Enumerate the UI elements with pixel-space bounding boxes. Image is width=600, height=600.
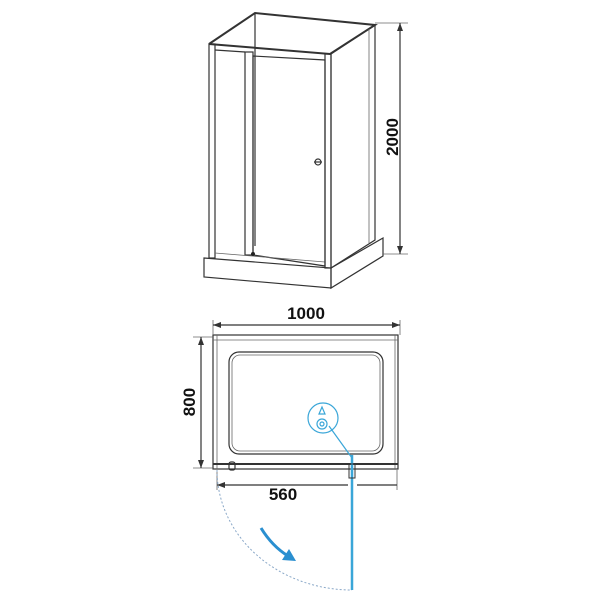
door-offset-dimension: 560 [216, 470, 398, 504]
right-post [324, 53, 332, 269]
top-frame [208, 11, 378, 56]
side-panel [330, 23, 376, 270]
depth-label: 800 [180, 388, 199, 416]
door-swing [216, 455, 356, 591]
door-hinge-post [244, 51, 254, 256]
height-dimension: 2000 [375, 22, 408, 255]
enclosure-3d-view [203, 11, 384, 290]
bottom-rail [214, 252, 326, 263]
tray-outline [212, 334, 399, 470]
tray-base-side [330, 236, 384, 290]
swing-arrow-icon [259, 527, 296, 561]
hinge-icon [228, 461, 236, 471]
door-handle-icon [314, 158, 322, 166]
width-label: 1000 [287, 304, 325, 323]
tray-basin [228, 351, 384, 455]
depth-dimension: 800 [180, 336, 213, 469]
swing-arc [216, 469, 353, 591]
panel-top-rail [214, 49, 246, 53]
hinge-icon [251, 252, 255, 256]
tray-base-front [203, 257, 332, 289]
door-offset-label: 560 [269, 485, 297, 504]
height-label: 2000 [383, 118, 402, 156]
drain-icon [307, 402, 353, 459]
enclosure-plan-view [212, 334, 399, 471]
width-dimension: 1000 [212, 304, 401, 335]
door-pivot [348, 463, 356, 479]
door-panel [252, 55, 326, 267]
left-fixed-panel-frame [208, 43, 216, 259]
